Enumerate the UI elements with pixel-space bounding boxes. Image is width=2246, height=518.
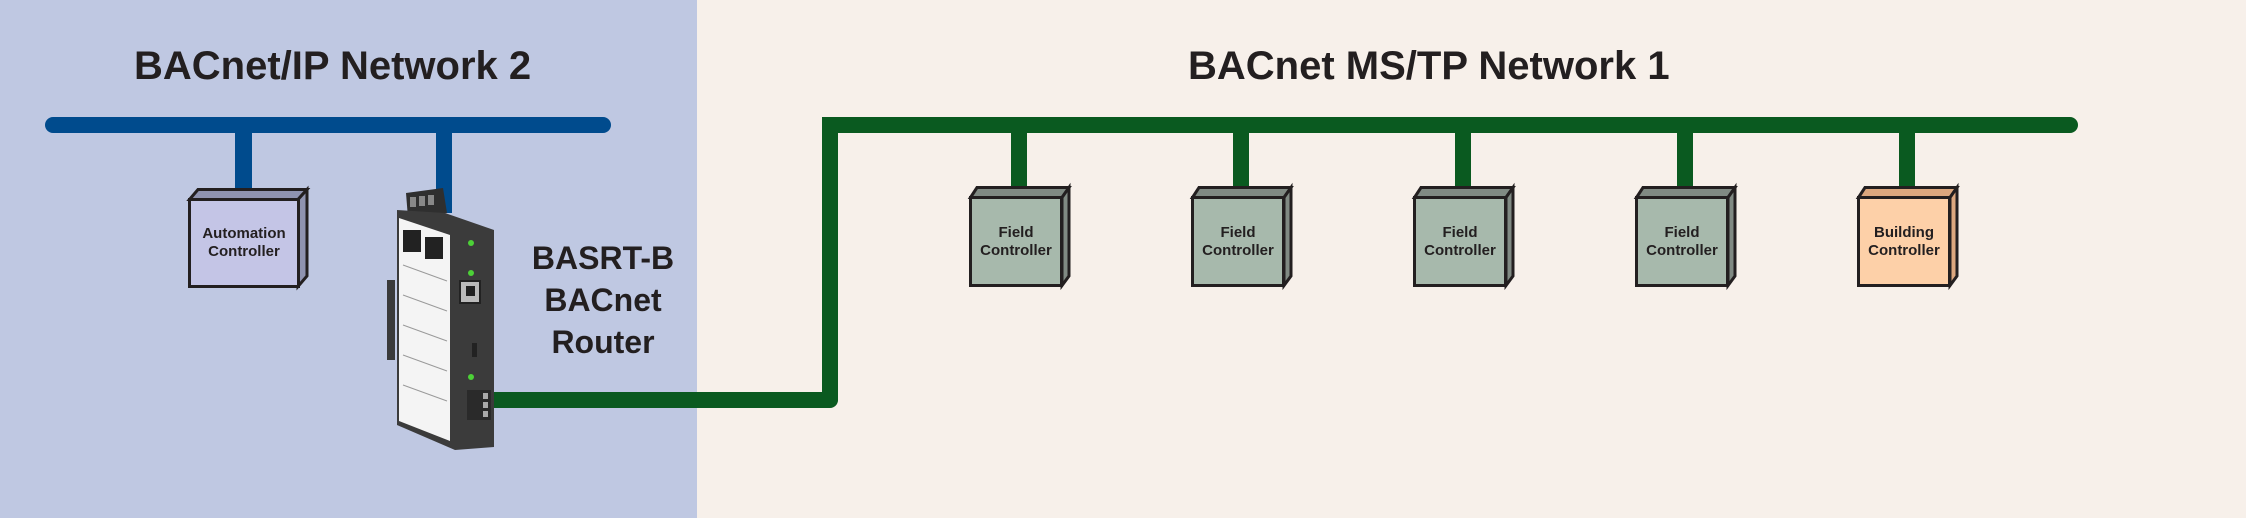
box-3d-shading (1411, 182, 1516, 291)
box-3d-shading (186, 185, 311, 291)
device-label-line1: Building (1874, 223, 1934, 241)
router-front-label (399, 218, 450, 441)
device-label-line2: Controller (1424, 241, 1496, 259)
device-label-line1: Automation (202, 225, 286, 242)
device-label-line2: Controller (1646, 241, 1718, 259)
box-3d-shading (967, 182, 1072, 291)
device-label-line1: Field (998, 223, 1034, 241)
router-label-protocol: BACnet (544, 282, 662, 318)
ip-network-title: BACnet/IP Network 2 (134, 44, 532, 88)
router-label: BASRT-B BACnet Router (523, 237, 683, 363)
ethernet-led (468, 270, 474, 276)
building-controller: Building Controller (1855, 182, 1960, 291)
mstp-drop (1899, 125, 1915, 188)
mstp-network-title: BACnet MS/TP Network 1 (1188, 44, 1670, 88)
ip-drop-automation (235, 125, 252, 190)
usb-port (472, 343, 477, 357)
mstp-drop (1455, 125, 1471, 188)
mstp-riser (822, 117, 838, 407)
automation-controller: Automation Controller (186, 185, 311, 291)
ip-network-bus (45, 117, 611, 133)
mstp-led (468, 374, 474, 380)
bacnet-ip-network-panel (0, 0, 697, 518)
field-controller: Field Controller (1633, 182, 1738, 291)
basrt-b-router-device (387, 188, 494, 450)
field-controller: Field Controller (967, 182, 1072, 291)
mstp-drop (1233, 125, 1249, 188)
router-label-model: BASRT-B (531, 240, 675, 276)
mstp-router-link (490, 392, 838, 408)
device-label-line1: Field (1220, 223, 1256, 241)
device-label-line2: Controller (980, 241, 1052, 259)
terminal-block-top (406, 188, 447, 218)
mstp-drop (1677, 125, 1693, 188)
field-controller: Field Controller (1411, 182, 1516, 291)
field-controller: Field Controller (1189, 182, 1294, 291)
device-label-line2: Controller (1202, 241, 1274, 259)
device-label-line1: Field (1664, 223, 1700, 241)
device-label-line1: Field (1442, 223, 1478, 241)
power-led (468, 240, 474, 246)
device-label-line2: Controller (208, 243, 280, 260)
router-label-type: Router (551, 324, 655, 360)
mstp-network-bus (822, 117, 2078, 133)
mstp-drop (1011, 125, 1027, 188)
device-label-line2: Controller (1868, 241, 1940, 259)
